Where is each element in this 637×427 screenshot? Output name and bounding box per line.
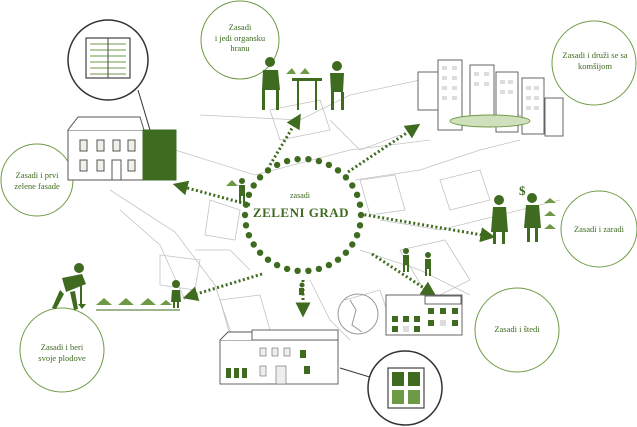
ring-dot — [325, 161, 333, 169]
ring-dot — [294, 156, 301, 163]
ring-dot — [315, 265, 323, 273]
building-left — [67, 116, 177, 181]
ring-dot — [245, 232, 253, 239]
apartment-towers — [417, 59, 564, 137]
ring-dot — [349, 241, 356, 248]
gardener-figures — [52, 263, 181, 311]
label-green-facades: Zasadi i prvi zelene fasade — [14, 170, 60, 191]
ring-dot — [256, 174, 264, 181]
sellers-figures: $ — [491, 183, 556, 244]
diners-figures — [262, 57, 344, 110]
ring-dot — [283, 265, 291, 273]
ring-dot — [283, 157, 291, 165]
ring-dot — [250, 182, 257, 189]
building-bottom-center — [219, 329, 339, 385]
label-harvest: Zasadi i beri svoje plodove — [38, 342, 86, 363]
label-socialize-neighbours: Zasadi i druži se sa komšijom — [562, 50, 628, 71]
ring-dot — [349, 182, 356, 189]
ring-dot — [256, 249, 264, 256]
window-detail-bottom — [339, 350, 443, 426]
svg-text:$: $ — [519, 183, 526, 198]
ring-dot — [305, 156, 312, 163]
ring-dot — [342, 249, 350, 256]
window-detail-top — [67, 19, 151, 131]
ring-dot — [353, 232, 361, 239]
label-save: Zasadi i štedi — [494, 324, 540, 334]
ring-dot — [342, 174, 350, 181]
ring-dot — [242, 222, 250, 229]
ring-dot — [250, 241, 257, 248]
ring-dot — [356, 222, 364, 229]
center-label-small: zasadi — [290, 191, 310, 200]
center-dotted-circle — [241, 156, 365, 274]
callout-circles — [0, 0, 637, 393]
ring-dot — [241, 211, 249, 219]
ring-dot — [245, 191, 253, 198]
ring-dot — [356, 201, 364, 208]
ring-dot — [305, 267, 312, 274]
building-bottom-right — [385, 294, 463, 336]
ring-dot — [264, 256, 272, 263]
ring-dot — [273, 261, 281, 269]
label-earn: Zasadi i zaradi — [573, 224, 625, 234]
small-figures — [226, 178, 431, 295]
ring-dot — [273, 161, 281, 169]
ring-dot — [264, 167, 272, 174]
ring-dot — [315, 157, 323, 165]
ring-dot — [325, 261, 333, 269]
tree-outline — [337, 293, 379, 335]
label-eat-organic: Zasadi i jedi organsku hranu — [214, 22, 266, 54]
center-label-title: ZELENI GRAD — [252, 205, 350, 220]
street-map — [109, 79, 561, 361]
ring-dot — [334, 256, 342, 263]
ring-dot — [294, 267, 301, 274]
ring-dot — [334, 167, 342, 174]
ring-dot — [353, 191, 361, 198]
